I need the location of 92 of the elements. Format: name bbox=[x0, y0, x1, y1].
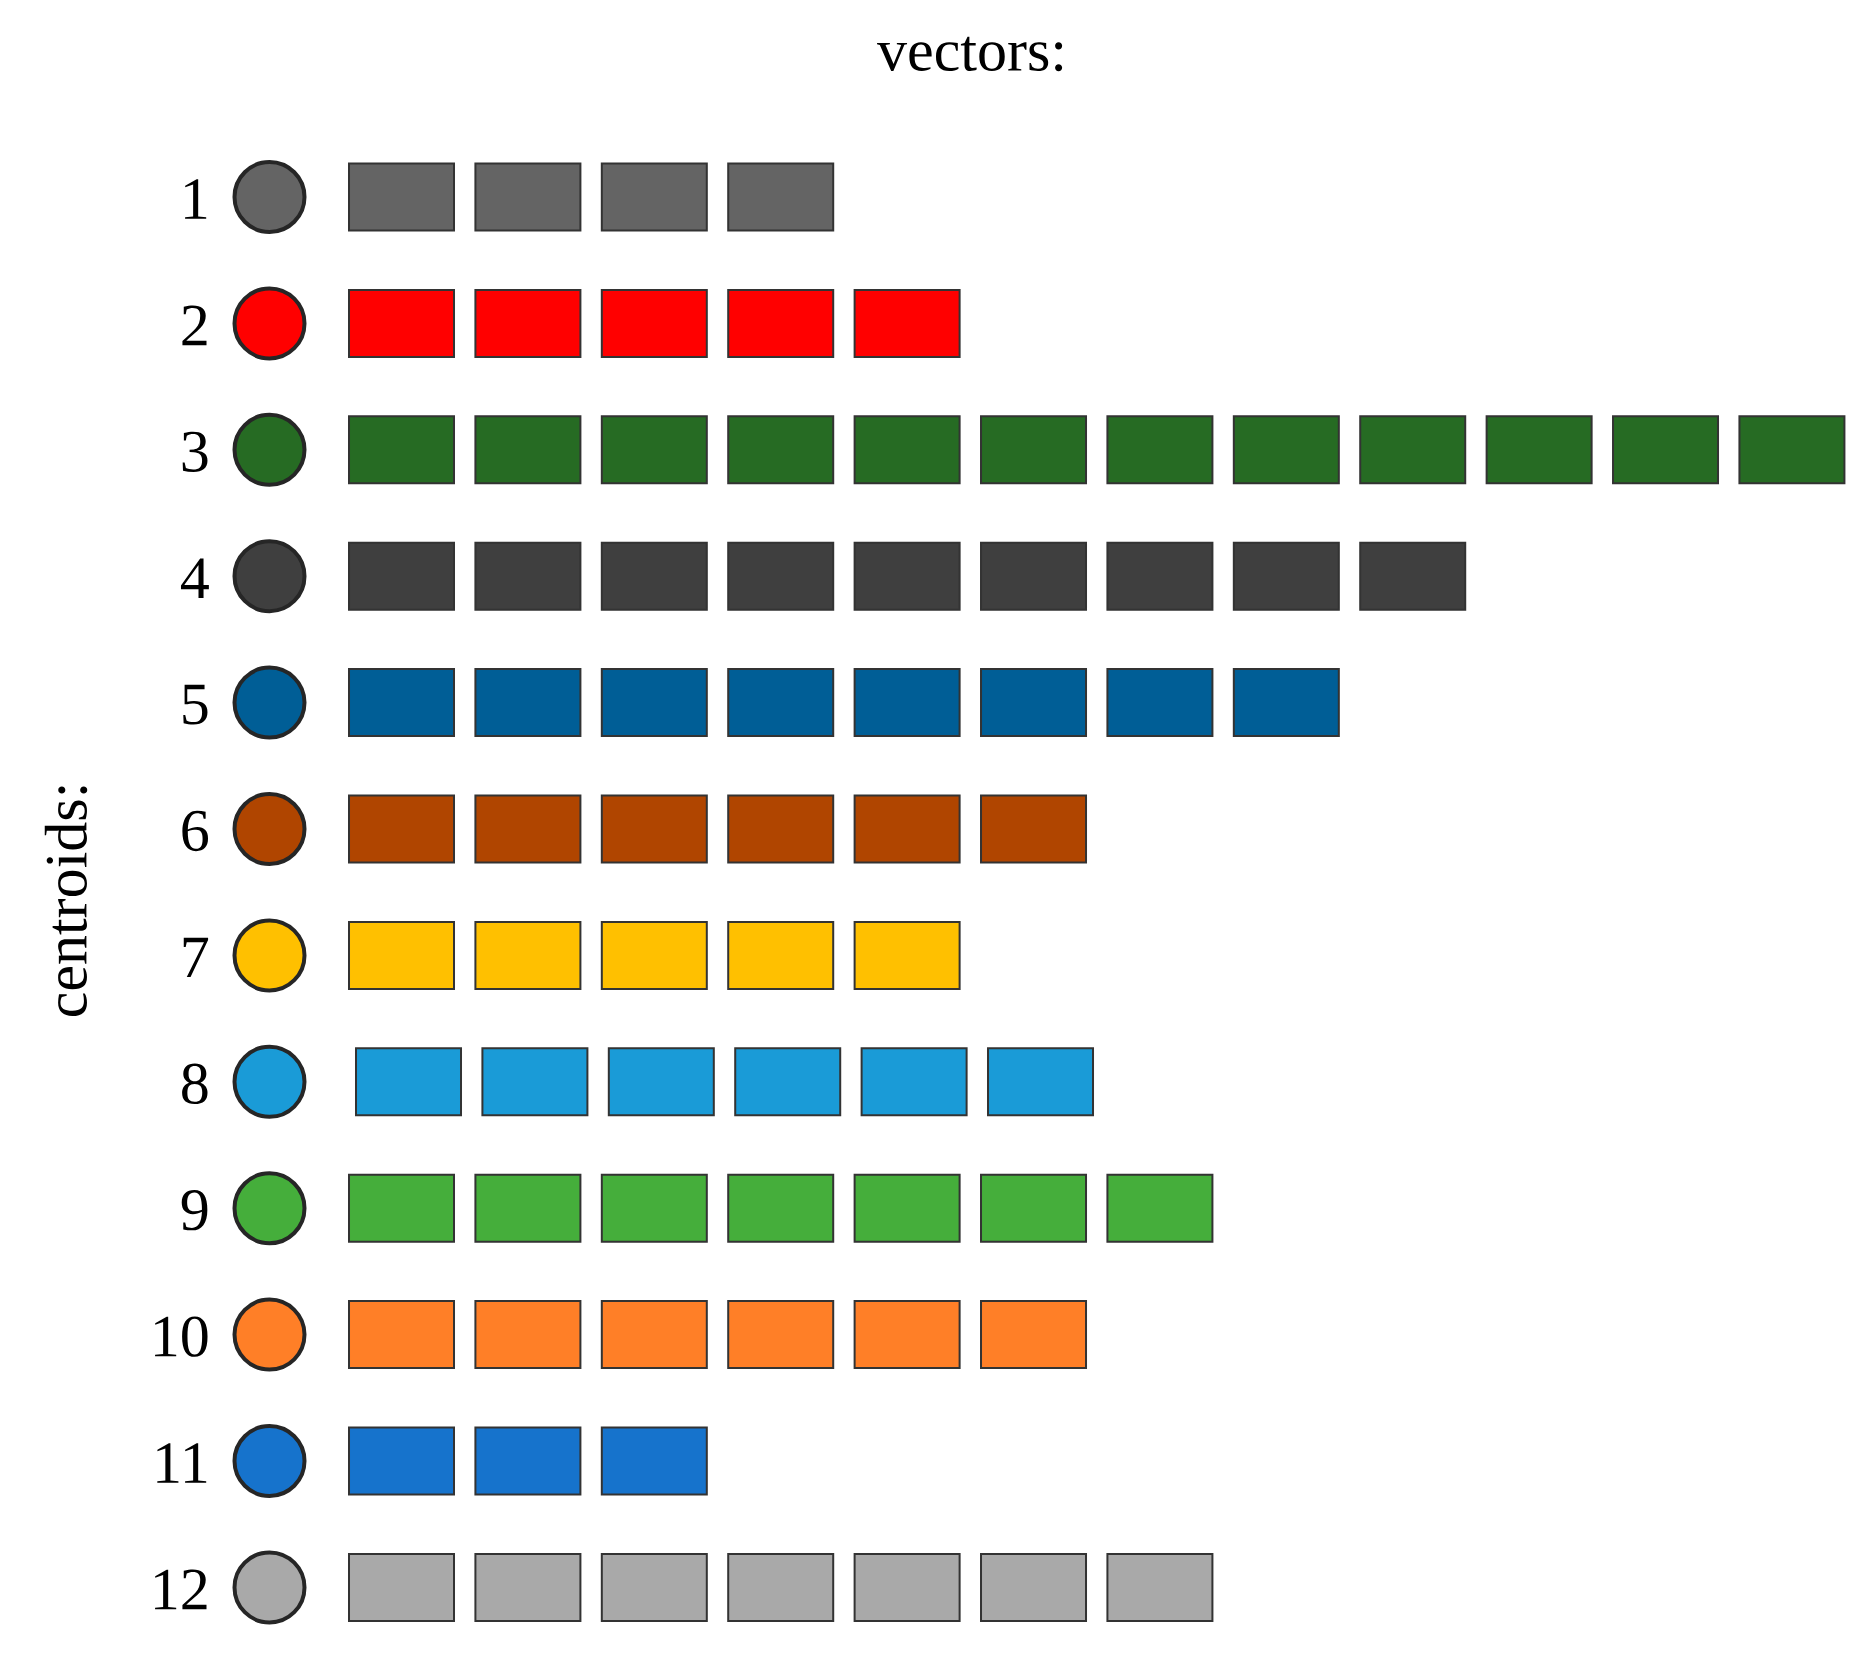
vector-square bbox=[600, 920, 708, 990]
vector-square bbox=[853, 1173, 961, 1243]
vector-square bbox=[1232, 668, 1340, 738]
vector-square bbox=[474, 1426, 582, 1496]
row-number: 6 bbox=[182, 810, 208, 852]
row-number: 9 bbox=[181, 1190, 208, 1231]
vector-square bbox=[980, 541, 1087, 611]
vector-square bbox=[348, 1552, 455, 1622]
vector-square bbox=[600, 668, 708, 738]
vector-square bbox=[600, 1173, 708, 1243]
vector-square bbox=[727, 920, 835, 990]
vector-square bbox=[727, 162, 835, 232]
vector-square bbox=[1232, 541, 1340, 611]
vector-square bbox=[727, 1300, 835, 1370]
vector-square bbox=[1359, 415, 1467, 485]
vector-square bbox=[348, 288, 455, 358]
vector-square bbox=[600, 288, 708, 358]
row-number: 1 bbox=[185, 179, 207, 219]
vector-square bbox=[1359, 541, 1467, 611]
vector-square bbox=[481, 1047, 589, 1117]
vector-square bbox=[474, 1173, 582, 1243]
vector-square bbox=[348, 1426, 455, 1496]
vector-square bbox=[474, 668, 582, 738]
row-number: 2 bbox=[182, 305, 207, 346]
vector-square bbox=[727, 541, 835, 611]
row-number: 5 bbox=[183, 684, 208, 725]
vector-square bbox=[853, 794, 961, 864]
vector-square bbox=[1106, 541, 1214, 611]
vector-square bbox=[853, 288, 961, 358]
vector-square bbox=[474, 415, 582, 485]
vector-square bbox=[600, 1426, 708, 1496]
vector-square bbox=[727, 1552, 835, 1622]
row-number: 10 bbox=[155, 1316, 208, 1357]
vector-square bbox=[853, 920, 961, 990]
vector-square bbox=[727, 415, 835, 485]
vector-square bbox=[474, 794, 582, 864]
vector-square bbox=[987, 1047, 1094, 1117]
vector-square bbox=[1106, 415, 1214, 485]
row-number: 4 bbox=[181, 558, 209, 598]
row-number: 3 bbox=[182, 431, 208, 472]
vector-square bbox=[860, 1047, 968, 1117]
vector-square bbox=[853, 1300, 961, 1370]
vector-square bbox=[348, 415, 455, 485]
vector-square bbox=[980, 1300, 1087, 1370]
row-number: 11 bbox=[157, 1443, 207, 1483]
vector-square bbox=[980, 1173, 1087, 1243]
vector-square bbox=[600, 1552, 708, 1622]
vector-square bbox=[734, 1047, 842, 1117]
axis-label: centroids: bbox=[44, 786, 88, 1016]
row-number: 8 bbox=[182, 1063, 208, 1105]
vector-square bbox=[474, 541, 582, 611]
vector-square bbox=[980, 1552, 1087, 1622]
vector-square bbox=[1106, 668, 1214, 738]
vector-square bbox=[600, 794, 708, 864]
vector-square bbox=[474, 920, 582, 990]
vector-square bbox=[600, 541, 708, 611]
vector-square bbox=[348, 1300, 455, 1370]
vector-square bbox=[600, 415, 708, 485]
vector-square bbox=[980, 668, 1087, 738]
vector-square bbox=[1485, 415, 1593, 485]
vector-square bbox=[727, 794, 835, 864]
vector-square bbox=[600, 1300, 708, 1370]
vector-square bbox=[1612, 415, 1720, 485]
vector-square bbox=[727, 668, 835, 738]
vector-square bbox=[474, 1300, 582, 1370]
vector-square bbox=[1106, 1173, 1214, 1243]
vector-square bbox=[853, 415, 961, 485]
vector-square bbox=[1738, 415, 1846, 485]
vector-square bbox=[600, 162, 708, 232]
title: vectors: bbox=[877, 36, 1063, 72]
vector-square bbox=[980, 794, 1087, 864]
vector-square bbox=[474, 1552, 582, 1622]
vector-square bbox=[474, 288, 582, 358]
vector-square bbox=[853, 541, 961, 611]
vector-square bbox=[348, 794, 455, 864]
row-number: 7 bbox=[183, 937, 209, 978]
vector-square bbox=[853, 1552, 961, 1622]
vector-square bbox=[355, 1047, 462, 1117]
vector-square bbox=[727, 288, 835, 358]
vector-square bbox=[607, 1047, 715, 1117]
row-number: 12 bbox=[155, 1569, 207, 1610]
vector-square bbox=[348, 1173, 455, 1243]
vector-square bbox=[1106, 1552, 1214, 1622]
vector-square bbox=[474, 162, 582, 232]
vector-square bbox=[727, 1173, 835, 1243]
vector-square bbox=[348, 668, 455, 738]
vector-square bbox=[348, 541, 455, 611]
vector-square bbox=[853, 668, 961, 738]
vector-square bbox=[980, 415, 1087, 485]
vector-square bbox=[1232, 415, 1340, 485]
vector-square bbox=[348, 920, 455, 990]
vector-square bbox=[348, 162, 455, 232]
